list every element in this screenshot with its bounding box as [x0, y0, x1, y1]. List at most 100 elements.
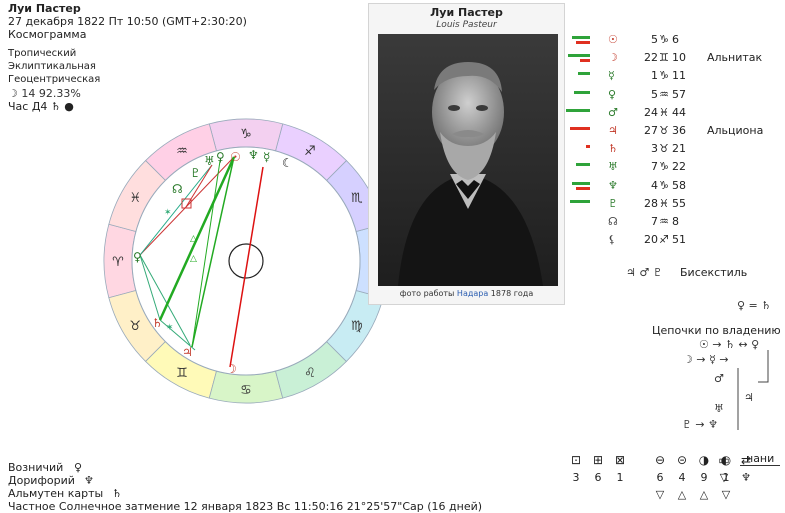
dignity-bar — [572, 36, 590, 39]
charioteer-glyph: ♀ — [74, 461, 83, 474]
planet-minutes: 55 — [672, 196, 686, 210]
stat-icon: ⊡ — [570, 453, 582, 467]
planet-row[interactable]: ⚸ 20♐51 — [560, 232, 720, 250]
planet-sign-icon: ♑ — [659, 33, 669, 46]
dignity-bar — [570, 199, 590, 203]
doryphory-glyph: ♆ — [84, 474, 94, 487]
chain-uranus: ♅ — [714, 402, 724, 415]
chain-connectors — [737, 350, 769, 430]
planet-row[interactable]: ☊ 7♒8 — [560, 214, 720, 232]
zodiac-type: Тропический — [8, 48, 77, 59]
doryphory-label: Дорифорий — [8, 474, 75, 487]
planetary-hour: Час Д4 ♄ ● — [8, 100, 74, 113]
stat-icon: ⊞ — [592, 453, 604, 467]
planet-row[interactable]: ♅7♑22 — [560, 159, 720, 177]
planet-glyphs: ♅ ♀ ☉ ♆ ☿ ☾ ♇ ☊ ♀ ♄ ♃ ☽ — [133, 148, 293, 376]
zodiac-sign-icon: ♊ — [176, 366, 188, 381]
dignity-bar — [574, 90, 590, 94]
planet-minutes: 21 — [672, 142, 686, 156]
chain-line-moon: ☽ → ☿ → — [683, 353, 729, 366]
portrait-subtitle: Louis Pasteur — [436, 20, 497, 30]
planet-sign-icon: ♓ — [659, 105, 669, 119]
stat-value: 9 — [700, 471, 708, 484]
planet-degree: 7 — [651, 215, 658, 228]
charioteer-label: Возничий — [8, 461, 64, 474]
planet-minutes: 8 — [672, 215, 679, 228]
planet-row[interactable]: ♇28♓55 — [560, 196, 720, 214]
bisextile-glyphs: ♃ ♂ ♇ — [626, 266, 663, 279]
lilith-icon: ☾ — [282, 156, 293, 170]
planet-degree: 20 — [644, 233, 658, 247]
moon-phase: ☽ 14 92.33% — [8, 87, 81, 100]
chart-wheel[interactable]: ✶ △ △ ✶ ♅ ♀ ☉ ♆ ☿ ☾ ♇ ☊ ♀ ♄ ♃ ☽ ♈♉♊♋♌♍♎♏… — [100, 115, 385, 405]
planet-row[interactable]: ☿1♑11 — [560, 68, 720, 86]
planet-minutes: 58 — [672, 178, 686, 192]
planet-minutes: 10 — [672, 51, 686, 65]
stat-icon: ⊖ — [654, 453, 666, 467]
planet-sign-icon: ♒ — [659, 215, 669, 228]
planet-row[interactable]: ♆4♑58 — [560, 178, 720, 196]
dignity-bar — [572, 181, 590, 185]
dignity-bar — [576, 163, 590, 167]
dignity-bar — [578, 72, 590, 76]
stat-value: 1 — [722, 471, 730, 484]
planet-row[interactable]: ☉5♑6 — [560, 32, 720, 50]
zodiac-sign-icon: ♍ — [351, 319, 363, 334]
planet-degree: 4 — [651, 178, 658, 192]
planet-icon: ♇ — [608, 196, 618, 210]
stat-value: ▽ — [719, 471, 729, 484]
center-type: Геоцентрическая — [8, 74, 101, 85]
planet-sign-icon: ♑ — [659, 69, 669, 83]
stat-value: 6 — [656, 471, 664, 484]
chain-line-pluto: ♇ → ♆ — [682, 418, 718, 431]
planet-minutes: 44 — [672, 105, 686, 119]
pluto-icon: ♇ — [190, 166, 201, 180]
stat-icon: ⊝ — [676, 453, 688, 467]
planet-sign-icon: ♓ — [659, 196, 669, 210]
chain-mars: ♂ — [714, 372, 724, 385]
zodiac-sign-icon: ♈ — [112, 255, 124, 270]
aspect-trine-icon: △ — [190, 234, 197, 244]
zodiac-sign-icon: ♏ — [351, 191, 363, 206]
planet-minutes: 6 — [672, 33, 679, 46]
planet-row[interactable]: ♂ 24♓44 — [560, 105, 720, 123]
triangle-icon: ▽ — [655, 488, 665, 501]
sun-icon: ☉ — [230, 150, 241, 164]
zodiac-sign-icon: ♒ — [176, 144, 188, 159]
center-circle — [228, 243, 264, 279]
caption-suffix: 1878 года — [488, 289, 534, 298]
planet-sign-icon: ♉ — [659, 142, 669, 156]
planet-degree: 5 — [651, 33, 658, 46]
dignity-bar — [568, 54, 590, 58]
photographer-link[interactable]: Надара — [456, 289, 489, 298]
stat-icon: ▭ — [718, 453, 730, 467]
planet-degree: 24 — [644, 105, 658, 119]
planet-sign-icon: ♐ — [659, 233, 669, 247]
planet-minutes: 22 — [672, 160, 686, 174]
stat-value: 1 — [616, 471, 624, 484]
stat-icon: ◑ — [698, 453, 710, 467]
planet-icon: ☊ — [608, 215, 618, 228]
venus-saturn-equation: ♀ = ♄ — [737, 299, 772, 312]
planet-row[interactable]: ♀5♒57 — [560, 87, 720, 105]
triangle-icon: ▽ — [721, 488, 731, 501]
planet-icon: ♅ — [608, 160, 618, 174]
coordinate-system: Эклиптикальная — [8, 61, 96, 72]
planet-icon: ♂ — [608, 105, 618, 119]
zodiac-sign-icon: ♓ — [129, 191, 141, 206]
planet-icon: ☽ — [608, 51, 618, 65]
aspect-sextile-icon: ✶ — [164, 208, 172, 218]
planet-minutes: 57 — [672, 87, 686, 101]
venus-icon: ♀ — [133, 250, 142, 264]
planet-minutes: 51 — [672, 233, 686, 247]
planet-icon: ⚸ — [608, 233, 617, 247]
planet-row[interactable]: ♄3♉21 — [560, 141, 720, 159]
stat-icon: ⊠ — [614, 453, 626, 467]
aspect-sextile-icon: ✶ — [166, 323, 174, 333]
planet-degree: 22 — [644, 51, 658, 65]
divider-line — [740, 465, 780, 466]
triangle-icon: △ — [677, 488, 687, 501]
portrait-card: Луи Пастер Louis Pasteur фото работы Над… — [368, 3, 565, 305]
